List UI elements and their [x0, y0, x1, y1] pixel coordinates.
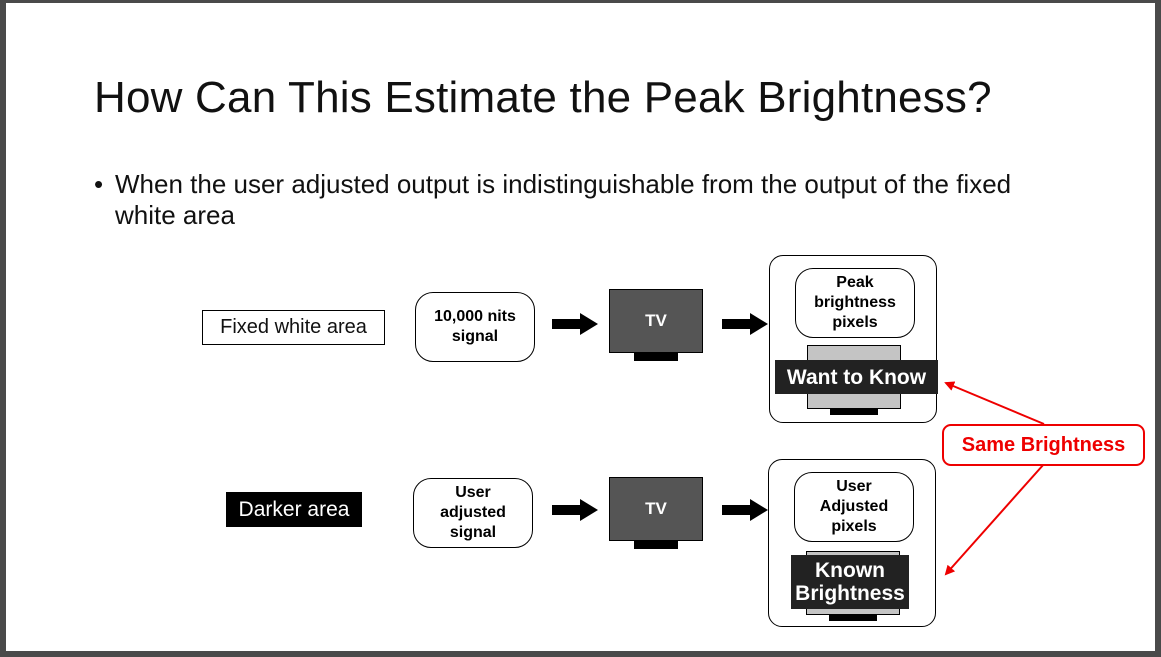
same-brightness-callout: Same Brightness [942, 424, 1145, 466]
panel-tv-stand [829, 615, 877, 621]
nits-signal-box: 10,000 nits signal [415, 292, 535, 362]
arrow-icon [722, 313, 768, 335]
tv-icon: TV [609, 289, 703, 365]
user-adjusted-pixels-box: User Adjusted pixels [794, 472, 914, 542]
tv-stand [634, 353, 678, 361]
callout-arrow-up [944, 381, 1045, 425]
known-brightness-caption: Known Brightness [791, 555, 909, 609]
user-adjusted-panel: User Adjusted pixels Known Brightness [768, 459, 936, 627]
fixed-white-area-label: Fixed white area [202, 310, 385, 345]
tv-screen: TV [609, 289, 703, 353]
tv-stand [634, 541, 678, 549]
callout-arrow-down [944, 463, 1045, 576]
arrow-icon [552, 313, 598, 335]
bullet-point: • When the user adjusted output is indis… [94, 169, 1074, 231]
arrow-icon [552, 499, 598, 521]
bullet-text: When the user adjusted output is indisti… [115, 169, 1012, 230]
peak-brightness-pixels-box: Peak brightness pixels [795, 268, 915, 338]
tv-icon: TV [609, 477, 703, 553]
panel-tv-stand [830, 409, 878, 415]
bullet-symbol: • [94, 169, 104, 199]
slide-title: How Can This Estimate the Peak Brightnes… [94, 73, 992, 122]
darker-area-label: Darker area [226, 492, 362, 527]
slide: How Can This Estimate the Peak Brightnes… [6, 3, 1155, 651]
tv-screen: TV [609, 477, 703, 541]
arrow-icon [722, 499, 768, 521]
user-adjusted-signal-box: User adjusted signal [413, 478, 533, 548]
peak-brightness-panel: Peak brightness pixels Want to Know [769, 255, 938, 423]
want-to-know-caption: Want to Know [775, 360, 938, 394]
